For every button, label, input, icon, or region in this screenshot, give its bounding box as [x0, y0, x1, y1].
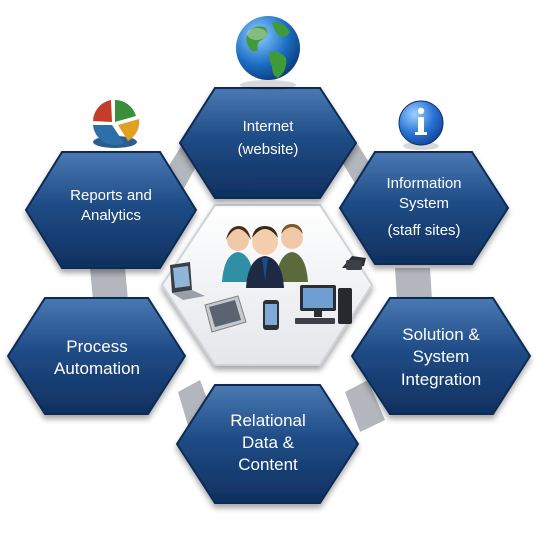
hexagon-process-automation[interactable]	[6, 297, 187, 415]
node-solution-integration-label: Solution & System Integration	[371, 324, 511, 391]
node-information-system-label: Information System (staff sites)	[360, 174, 488, 241]
connector-info-solution	[395, 268, 432, 300]
node-reports-analytics-label: Reports and Analytics	[44, 186, 178, 225]
connector-process-reports	[90, 268, 128, 300]
globe-icon	[236, 16, 300, 90]
node-line: Process	[66, 337, 128, 356]
hexagon-relational-data[interactable]	[175, 384, 360, 504]
laptop-icon	[170, 262, 205, 300]
node-line: Relational	[230, 411, 306, 430]
node-line: (staff sites)	[387, 221, 461, 239]
hexagon-reports-analytics[interactable]	[24, 151, 198, 269]
tablet-icon	[204, 295, 247, 333]
node-line: System	[398, 195, 449, 213]
desk-phone-icon	[342, 256, 366, 270]
node-line: System	[412, 347, 470, 367]
desktop-computer-icon	[295, 285, 352, 324]
node-line: Internet	[242, 118, 294, 135]
node-line: Data &	[242, 433, 294, 453]
node-line: Automation	[54, 359, 140, 379]
connector-solution-relational	[345, 380, 385, 432]
hexagon-solution-integration[interactable]	[350, 297, 532, 415]
node-internet-label: Internet (website)	[208, 116, 328, 161]
node-line: Content	[238, 455, 298, 475]
info-icon	[398, 100, 444, 150]
node-line: Reports and	[70, 187, 152, 204]
node-line: Solution &	[402, 325, 480, 344]
people-group-icon	[222, 224, 308, 288]
node-line: (website)	[237, 140, 299, 158]
hexagon-information-system[interactable]	[338, 151, 510, 265]
node-relational-data-label: Relational Data & Content	[197, 410, 339, 476]
node-line: Integration	[400, 369, 482, 389]
node-line: Information	[386, 175, 462, 192]
hexagon-internet[interactable]	[178, 87, 358, 199]
node-process-automation-label: Process Automation	[26, 336, 168, 380]
smartphone-icon	[263, 300, 279, 330]
pie-chart-icon	[93, 100, 140, 148]
node-line: Analytics	[80, 206, 142, 224]
